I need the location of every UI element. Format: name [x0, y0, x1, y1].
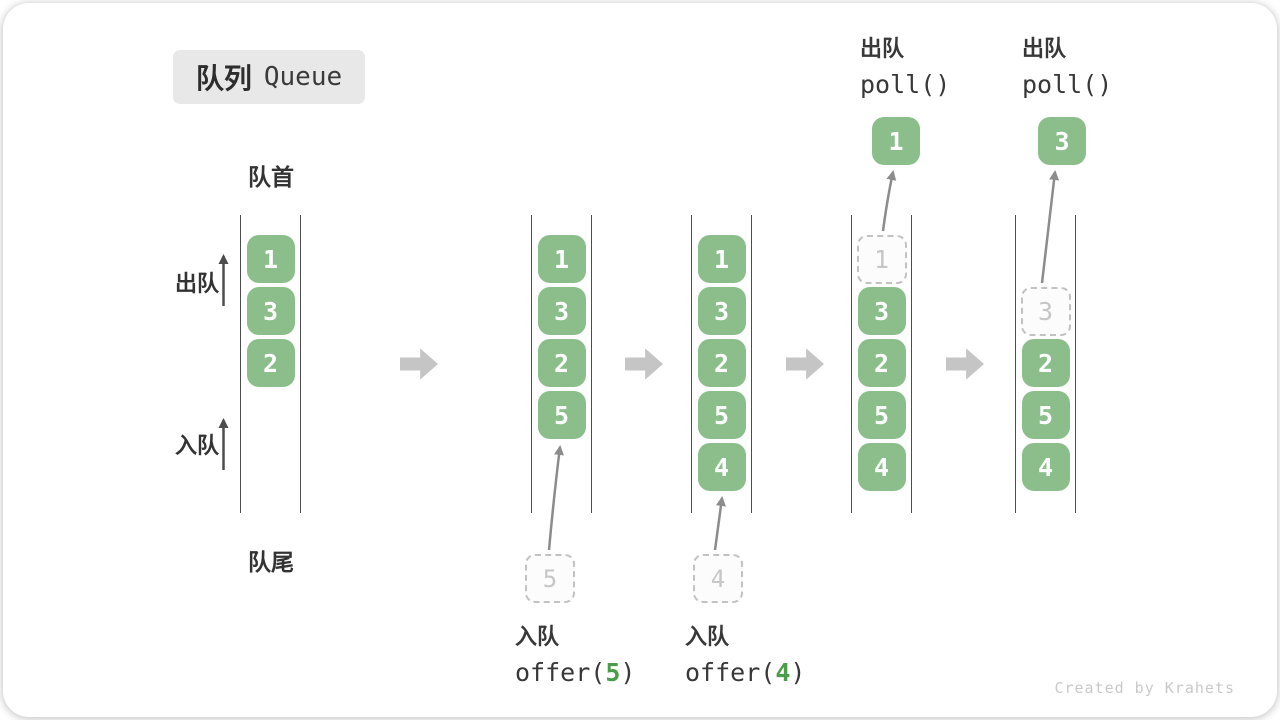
poll-code: poll() — [1022, 70, 1113, 99]
offer-code-open: offer( — [515, 658, 606, 687]
queue-front-label: 队首 — [248, 164, 294, 190]
enqueue-op-2: 入队 offer(4) — [685, 619, 805, 687]
queue-item: 2 — [537, 339, 586, 387]
queue-item: 4 — [697, 443, 746, 491]
title-chinese: 队列 — [195, 63, 252, 94]
enqueue-op-label: 入队 — [685, 624, 730, 649]
queue-item: 5 — [697, 391, 746, 439]
flow-arrow-icon — [786, 348, 824, 380]
dequeue-op-1: 出队 poll() — [860, 31, 950, 99]
queue-state-1: 1 3 2 — [240, 215, 301, 513]
title-badge: 队列 Queue — [173, 50, 365, 104]
queue-item: 2 — [1021, 339, 1070, 387]
queue-item: 2 — [697, 339, 746, 387]
poll-code: poll() — [860, 70, 951, 99]
queue-rear-label: 队尾 — [248, 549, 294, 575]
flow-arrow-icon — [625, 348, 663, 380]
queue-state-2: 1 3 2 5 — [531, 215, 592, 513]
queue-state-5: 3 2 5 4 — [1015, 215, 1076, 513]
flow-arrow-icon — [946, 348, 984, 380]
queue-item: 5 — [1021, 391, 1070, 439]
dequeue-side-label: 出队 — [175, 271, 220, 296]
diagram-card: 队列 Queue 队首 队尾 出队 入队 1 3 2 1 3 2 5 1 3 2… — [3, 3, 1277, 717]
staged-item-ghost: 4 — [693, 554, 743, 603]
queue-state-3: 1 3 2 5 4 — [691, 215, 752, 513]
queue-item: 1 — [697, 235, 746, 283]
queue-item: 3 — [246, 287, 295, 335]
queue-item: 4 — [857, 443, 906, 491]
queue-item: 5 — [537, 391, 586, 439]
staged-item-ghost: 5 — [525, 554, 575, 603]
queue-item: 1 — [537, 235, 586, 283]
queue-item-removed-ghost: 1 — [856, 235, 907, 284]
dequeue-op-2: 出队 poll() — [1022, 31, 1112, 99]
queue-item: 2 — [857, 339, 906, 387]
queue-item: 2 — [246, 339, 295, 387]
offer-code-arg: 5 — [605, 658, 621, 687]
queue-item: 4 — [1021, 443, 1070, 491]
dequeue-op-label: 出队 — [860, 36, 905, 61]
offer-code: offer(4) — [685, 658, 805, 687]
queue-item-removed-ghost: 3 — [1020, 287, 1071, 336]
queue-item: 5 — [857, 391, 906, 439]
queue-state-4: 1 3 2 5 4 — [851, 215, 912, 513]
flow-arrow-icon — [400, 348, 438, 380]
popped-item: 3 — [1038, 117, 1086, 165]
offer-code-arg: 4 — [775, 658, 791, 687]
title-english: Queue — [263, 62, 343, 92]
offer-code: offer(5) — [515, 658, 635, 687]
dequeue-op-label: 出队 — [1022, 36, 1067, 61]
enqueue-side-label: 入队 — [175, 433, 220, 458]
offer-code-open: offer( — [685, 658, 776, 687]
queue-item: 3 — [857, 287, 906, 335]
queue-item: 1 — [246, 235, 295, 283]
watermark: Created by Krahets — [1054, 679, 1235, 697]
queue-item: 3 — [697, 287, 746, 335]
enqueue-op-1: 入队 offer(5) — [515, 619, 635, 687]
offer-code-close: ) — [620, 658, 636, 687]
offer-code-close: ) — [790, 658, 806, 687]
popped-item: 1 — [872, 117, 920, 165]
enqueue-op-label: 入队 — [515, 624, 560, 649]
queue-item: 3 — [537, 287, 586, 335]
